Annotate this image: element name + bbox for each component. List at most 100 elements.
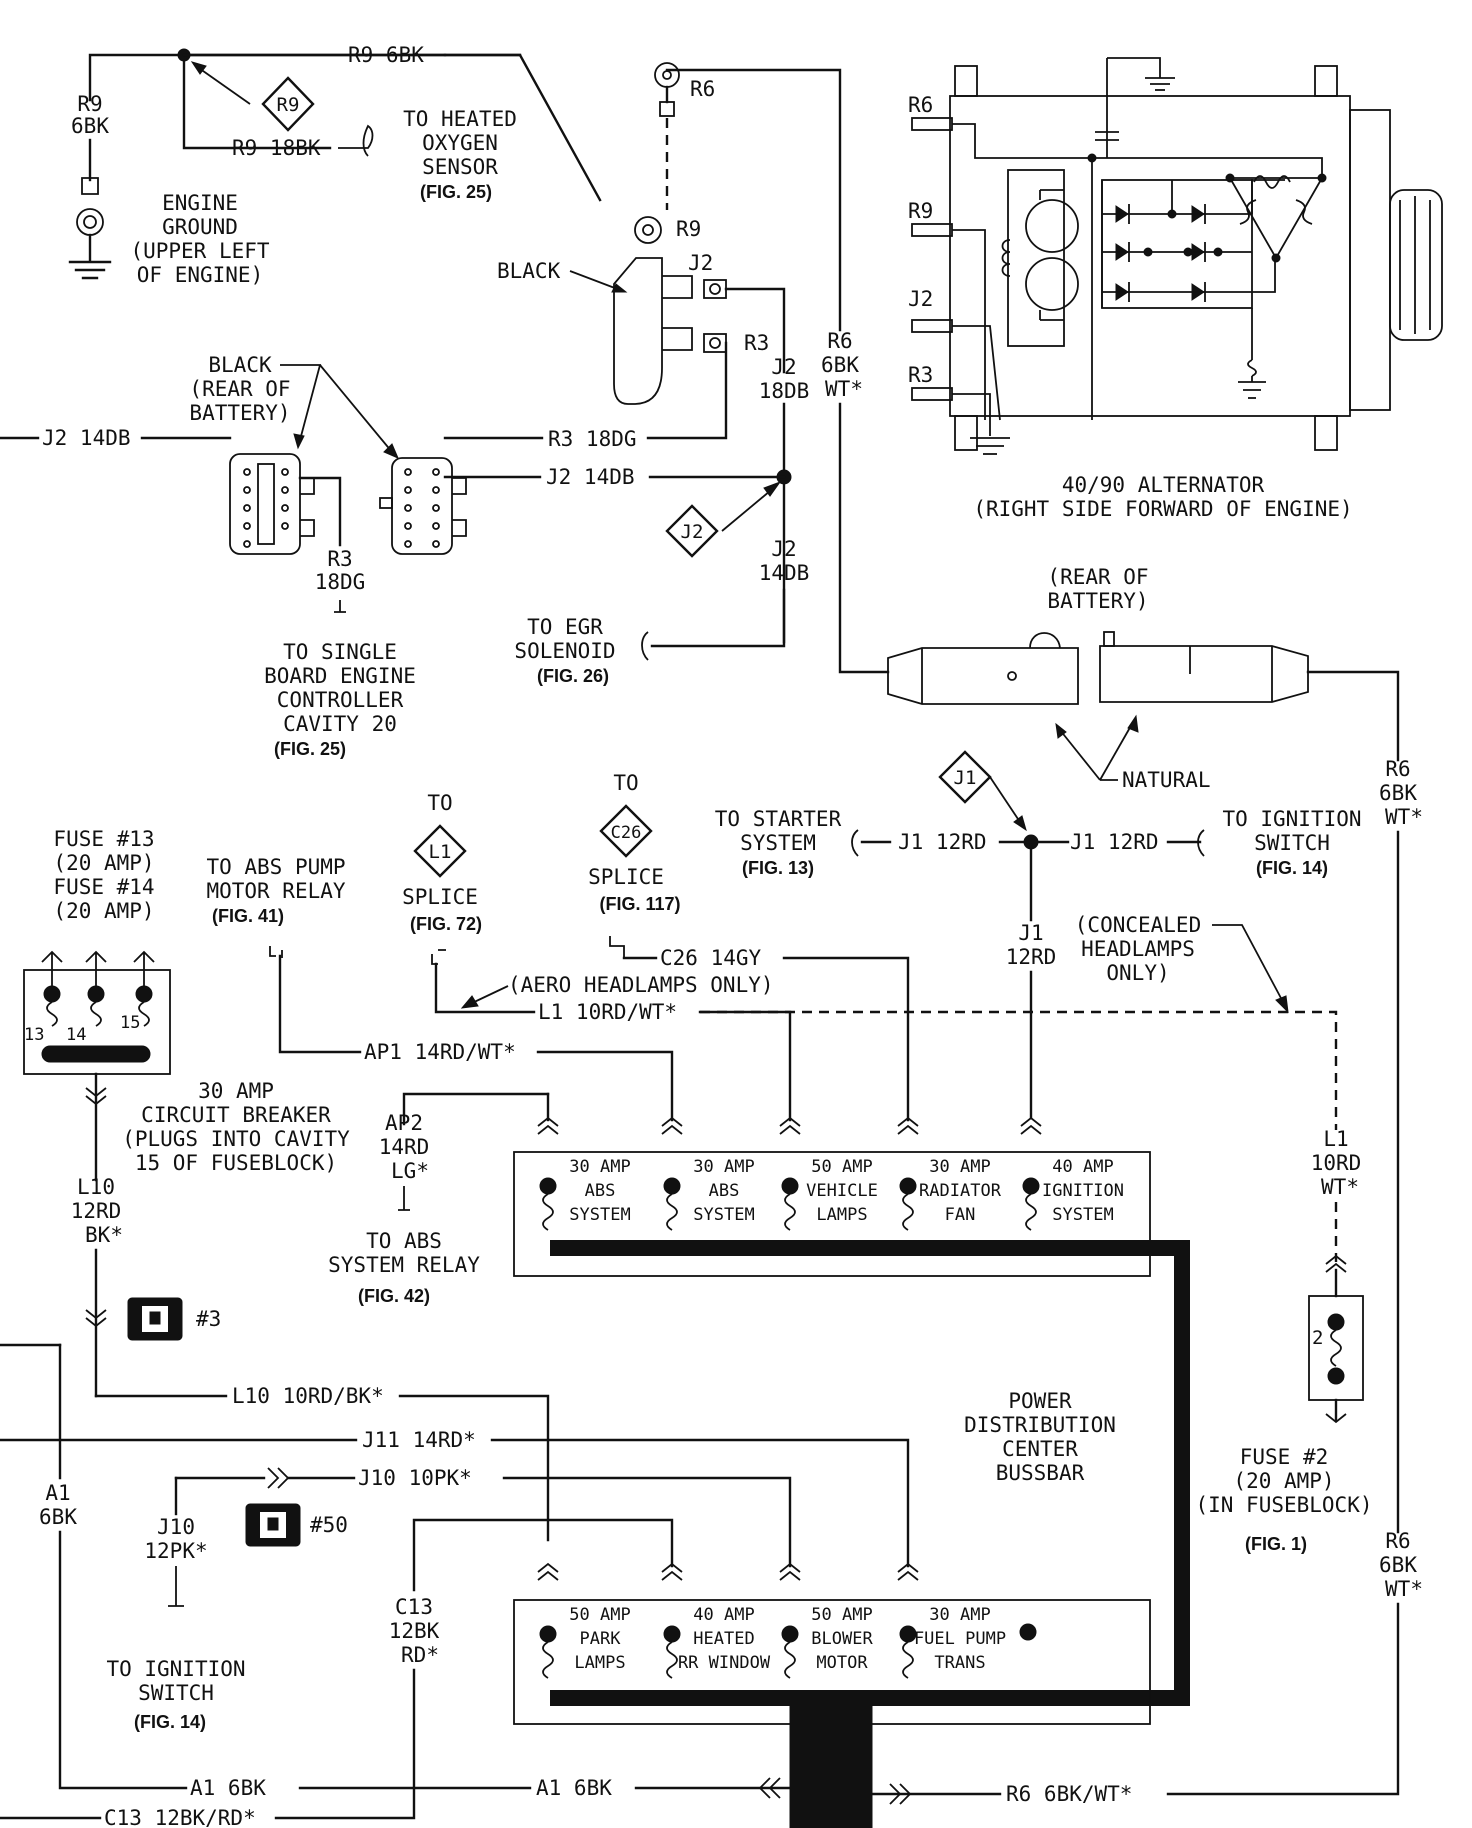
breaker-label: 30 AMP CIRCUIT BREAKER (PLUGS INTO CAVIT… <box>122 1079 350 1175</box>
l10-color: BK* <box>85 1223 123 1247</box>
fig72-label: (FIG. 72) <box>410 914 482 934</box>
j1-12rd-right: J1 12RD <box>1070 830 1159 854</box>
fig117-label: (FIG. 117) <box>599 894 680 914</box>
pdc-bottom-fuse-3-line-1: 50 AMP <box>811 1605 872 1625</box>
pdc-top-fuse-4-line-1: 30 AMP <box>929 1157 990 1177</box>
svg-text:SYSTEM RELAY: SYSTEM RELAY <box>328 1253 480 1277</box>
svg-text:DISTRIBUTION: DISTRIBUTION <box>964 1413 1116 1437</box>
j2-18db-code: J2 <box>771 355 796 379</box>
r9-6bk-label: R9 6BK <box>348 43 424 67</box>
pdc-bottom-fuse-2-line-3: RR WINDOW <box>678 1653 771 1673</box>
svg-text:POWER: POWER <box>1008 1389 1072 1413</box>
j10-horiz-label: J10 10PK* <box>358 1466 472 1490</box>
svg-text:FUSE #2: FUSE #2 <box>1240 1445 1329 1469</box>
j2-14db-right-label: J2 14DB <box>546 465 635 489</box>
alt-j2-label: J2 <box>908 287 933 311</box>
pdc-top-fuse-2-line-2: ABS <box>709 1181 740 1201</box>
aero-label: (AERO HEADLAMPS ONLY) <box>508 973 774 997</box>
abs-wiring: TO ABS PUMP MOTOR RELAY (FIG. 41) AP1 14… <box>206 855 674 1306</box>
splice-c26: TO C26 SPLICE (FIG. 117) C26 14GY <box>588 771 910 1122</box>
conn3-label: #3 <box>196 1307 221 1331</box>
r9-ground-circuit: R9 R9 6BK R9 6BK ENGINE GROUND (UPPER LE… <box>68 43 602 287</box>
l1-10rdwt-label: L1 10RD/WT* <box>538 1000 677 1024</box>
abs-pump-label: TO ABS PUMP MOTOR RELAY (FIG. 41) <box>206 855 345 926</box>
j2-14db-vert-code: J2 <box>771 537 796 561</box>
svg-text:BUSSBAR: BUSSBAR <box>996 1461 1085 1485</box>
r9-18bk-label: R9 18BK <box>232 136 321 160</box>
splice-l1: TO L1 SPLICE (FIG. 72) L1 10RD/WT* (AERO… <box>402 791 792 1122</box>
a1-bottom-right: A1 6BK <box>536 1776 612 1800</box>
to-c26: TO <box>613 771 638 795</box>
svg-text:TO ABS PUMP: TO ABS PUMP <box>206 855 345 879</box>
c26-14gy-label: C26 14GY <box>660 946 762 970</box>
j2-r3-wiring: J2 18DB J2 14DB R3 18DG J2 J2 14DB TO EG… <box>443 287 809 686</box>
c13-bottom: C13 12BK/RD* <box>104 1806 256 1828</box>
svg-text:(FIG. 41): (FIG. 41) <box>212 906 284 926</box>
l10-horiz-label: L10 10RD/BK* <box>232 1384 384 1408</box>
svg-text:(FIG. 42): (FIG. 42) <box>358 1286 430 1306</box>
svg-text:CAVITY 20: CAVITY 20 <box>283 712 397 736</box>
svg-text:SENSOR: SENSOR <box>422 155 498 179</box>
fuse-num-13: 13 <box>24 1025 44 1045</box>
battery-cable-connector: (REAR OF BATTERY) NATURAL R6 6BK WT* <box>887 565 1423 1534</box>
pdc-bottom-fuse-1-line-1: 50 AMP <box>569 1605 630 1625</box>
pdc-top-fuse-2-line-1: 30 AMP <box>693 1157 754 1177</box>
l10-gauge: 12RD <box>71 1199 122 1223</box>
r6-lower-color: WT* <box>1385 1577 1423 1601</box>
j1-circuit: J1 J1 12RD J1 12RD TO STARTER SYSTEM (FI… <box>715 750 1362 1120</box>
pdc-label: POWER DISTRIBUTION CENTER BUSSBAR <box>964 1389 1116 1485</box>
svg-text:SOLENOID: SOLENOID <box>514 639 615 663</box>
r6-lower-code: R6 <box>1385 1529 1410 1553</box>
j11-label: J11 14RD* <box>362 1428 476 1452</box>
svg-text:(FIG. 1): (FIG. 1) <box>1245 1534 1307 1554</box>
fuse2-num: 2 <box>1312 1327 1323 1349</box>
svg-text:(FIG. 25): (FIG. 25) <box>420 182 492 202</box>
fuse2-label: FUSE #2 (20 AMP) (IN FUSEBLOCK) (FIG. 1) <box>1195 1445 1372 1554</box>
c26-diamond-label: C26 <box>611 823 642 843</box>
rear-battery-label: (REAR OF BATTERY) <box>1047 565 1148 613</box>
svg-text:15 OF FUSEBLOCK): 15 OF FUSEBLOCK) <box>135 1151 337 1175</box>
r9-vert-gauge: 6BK <box>71 114 109 138</box>
pdc-bottom-fuse-1-line-3: LAMPS <box>574 1653 625 1673</box>
pdc-top-fuse-5-line-3: SYSTEM <box>1052 1205 1113 1225</box>
l1-right-code: L1 <box>1323 1127 1348 1151</box>
egr-label: TO EGR SOLENOID (FIG. 26) <box>514 615 615 686</box>
pdc-bottom-fuse-2-line-1: 40 AMP <box>693 1605 754 1625</box>
svg-text:BLACK: BLACK <box>208 353 272 377</box>
connector-50: #50 <box>245 1503 348 1547</box>
r6-right-color: WT* <box>1385 805 1423 829</box>
r6-vert-code: R6 <box>827 329 852 353</box>
svg-text:(REAR OF: (REAR OF <box>189 377 290 401</box>
pdc-top-fuse-5-line-2: IGNITION <box>1042 1181 1124 1201</box>
middle-wiring: A1 6BK A1 6BK A1 6BK J11 14RD* J10 10PK*… <box>0 1343 1132 1828</box>
svg-text:GROUND: GROUND <box>162 215 238 239</box>
svg-text:ENGINE: ENGINE <box>162 191 238 215</box>
j1-diamond-label: J1 <box>954 767 977 789</box>
svg-text:TO IGNITION: TO IGNITION <box>106 1657 245 1681</box>
concealed-label: (CONCEALED HEADLAMPS ONLY) <box>1075 913 1201 985</box>
svg-text:(CONCEALED: (CONCEALED <box>1075 913 1201 937</box>
svg-text:CONTROLLER: CONTROLLER <box>277 688 404 712</box>
svg-text:SWITCH: SWITCH <box>1254 831 1330 855</box>
svg-text:TO EGR: TO EGR <box>527 615 603 639</box>
pdc-top-fuse-1-line-1: 30 AMP <box>569 1157 630 1177</box>
alt-r9-label: R9 <box>908 199 933 223</box>
pdc-bottom-fuse-4-line-3: TRANS <box>934 1653 985 1673</box>
svg-text:SYSTEM: SYSTEM <box>740 831 816 855</box>
conn50-label: #50 <box>310 1513 348 1537</box>
ignition-switch-label: TO IGNITION SWITCH (FIG. 14) <box>1222 807 1361 878</box>
ap2-code: AP2 <box>385 1111 423 1135</box>
alternator-label: 40/90 ALTERNATOR (RIGHT SIDE FORWARD OF … <box>973 473 1352 521</box>
svg-text:SWITCH: SWITCH <box>138 1681 214 1705</box>
alt-r6-label: R6 <box>908 93 933 117</box>
pdc-top-fuse-5-line-1: 40 AMP <box>1052 1157 1113 1177</box>
fuel-pump-terminal <box>1019 1623 1037 1641</box>
pdc-top-fuse-5: 40 AMP IGNITION SYSTEM <box>1020 1116 1124 1231</box>
